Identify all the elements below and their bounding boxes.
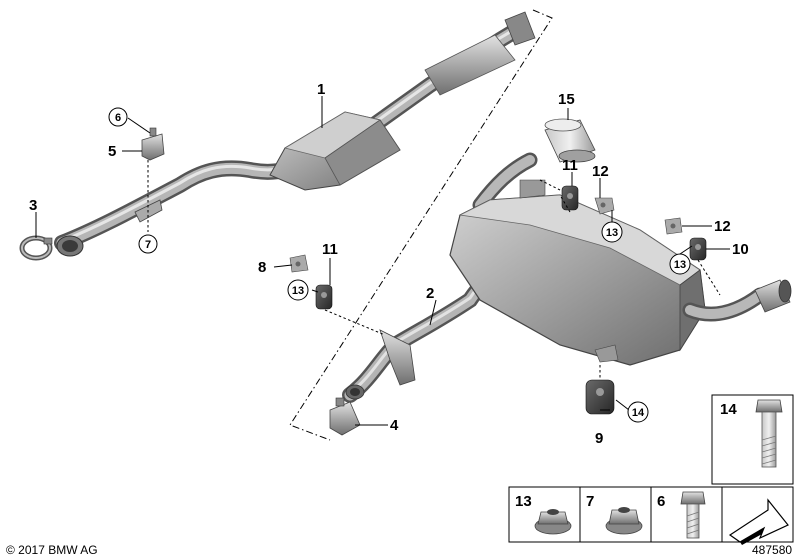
rubber-mount-part-11-upper	[561, 185, 579, 211]
callout-11-upper: 11	[562, 157, 578, 174]
bracket-part-5	[141, 127, 165, 161]
callout-1: 1	[317, 81, 325, 98]
bracket-part-12-upper	[594, 197, 615, 215]
legend-label-7: 7	[586, 493, 594, 510]
legend-label-6: 6	[657, 493, 665, 510]
rear-silencer	[342, 152, 792, 403]
fastener-legend: 14 13 7 6	[508, 394, 794, 545]
rubber-mount-part-9	[585, 379, 615, 415]
direction-arrow-icon	[728, 498, 789, 545]
callout-5: 5	[108, 143, 116, 160]
assembly-boundary	[289, 9, 553, 441]
bracket-part-8	[289, 254, 309, 273]
callout-13-upper: 13	[606, 227, 618, 239]
front-pipe-catalyst	[54, 11, 536, 257]
legend-box-14	[711, 394, 794, 485]
callout-8: 8	[258, 259, 266, 276]
clamp-part-3	[19, 235, 53, 261]
callout-12-upper: 12	[592, 163, 609, 180]
callout-11-lower: 11	[322, 241, 338, 258]
callout-4: 4	[390, 417, 399, 434]
callout-13-right: 13	[674, 259, 686, 271]
diagram-number: 487580	[752, 543, 792, 557]
legend-label-13: 13	[515, 493, 532, 510]
callout-3: 3	[29, 197, 37, 214]
rubber-mount-part-10	[689, 237, 707, 261]
legend-label-14: 14	[720, 401, 737, 418]
copyright-text: © 2017 BMW AG	[6, 543, 98, 557]
bracket-part-12-right	[664, 217, 683, 235]
callout-15: 15	[558, 91, 575, 108]
flange-nut-icon-2	[605, 507, 643, 535]
callout-6: 6	[115, 112, 121, 124]
bracket-part-4	[329, 397, 361, 436]
callout-2: 2	[426, 285, 434, 302]
callout-14: 14	[632, 407, 645, 419]
callout-7: 7	[145, 239, 151, 251]
connector-lines	[147, 160, 721, 380]
callouts: 1 2 3 4 5 6 7 8 9 10 11 11 12 12 13 13 1…	[29, 81, 749, 447]
bolt-icon	[755, 399, 783, 468]
callout-13-left: 13	[292, 285, 304, 297]
callout-12-right: 12	[714, 218, 731, 235]
tailpipe-trim-part-15	[544, 118, 596, 163]
rubber-mount-part-11-lower	[315, 284, 333, 310]
callout-9: 9	[595, 430, 603, 447]
callout-10: 10	[732, 241, 749, 258]
short-bolt-icon	[680, 491, 706, 539]
flange-nut-icon	[534, 509, 572, 535]
leader-lines	[35, 96, 730, 426]
